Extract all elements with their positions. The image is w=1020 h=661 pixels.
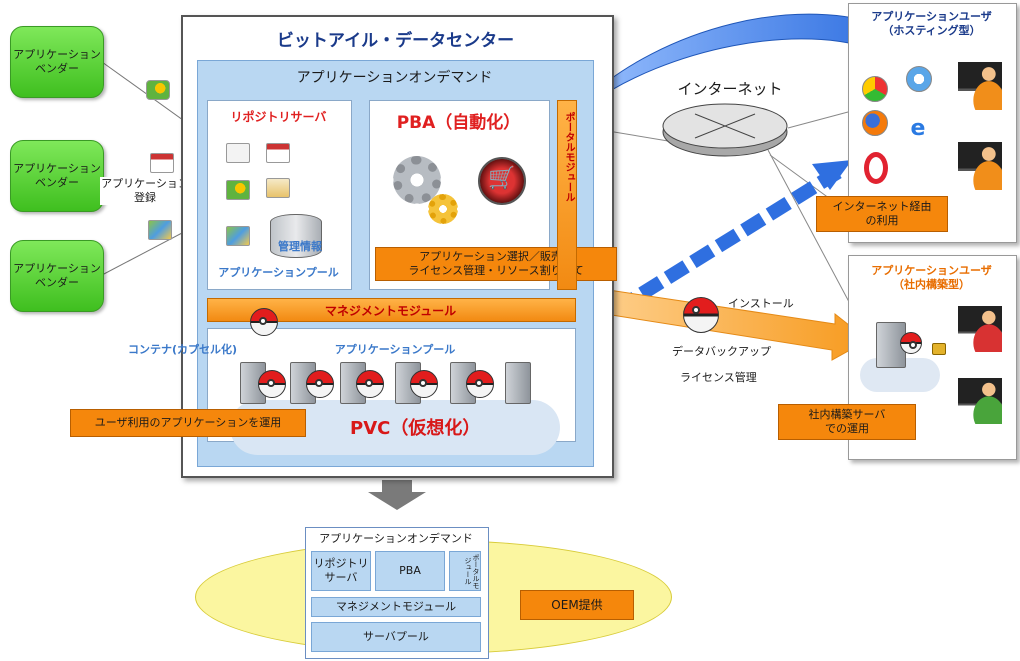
vendor-box-1: アプリケーション ベンダー	[10, 26, 104, 98]
app-map-icon	[148, 220, 172, 240]
vendor-label-1: アプリケーション ベンダー	[13, 48, 101, 75]
firefox-icon	[862, 110, 888, 136]
install-label: インストール	[728, 297, 794, 310]
safari-icon	[906, 66, 932, 92]
pba-title: PBA（自動化）	[396, 113, 521, 133]
app-pool-label: アプリケーションプール	[218, 266, 339, 279]
ie-icon: e	[910, 116, 926, 141]
lock-icon	[932, 343, 946, 355]
oem-repository: リポジトリ サーバ	[311, 551, 371, 591]
vendor-box-2: アプリケーション ベンダー	[10, 140, 104, 212]
vendor-box-3: アプリケーション ベンダー	[10, 240, 104, 312]
oem-down-arrow	[368, 480, 426, 510]
capsule-icon-1	[258, 370, 286, 398]
cart-icon: 🛒	[478, 157, 526, 205]
user-pc-icon-1	[958, 62, 1002, 110]
app-package-icon-1	[146, 80, 170, 100]
mail-icon	[226, 143, 250, 163]
mgmt-info-label: 管理情報	[278, 240, 322, 253]
capsule-icon-2	[306, 370, 334, 398]
chrome-icon	[862, 76, 888, 102]
small-gear-icon	[428, 194, 458, 224]
server-icon-6	[505, 362, 531, 404]
map-icon	[226, 226, 250, 246]
license-mgmt-label: ライセンス管理	[680, 371, 757, 384]
inhouse-caption: 社内構築サーバ での運用	[778, 404, 916, 440]
install-capsule-icon	[683, 297, 719, 333]
inhouse-title: アプリケーションユーザ （社内構築型）	[871, 264, 992, 291]
aod-title: アプリケーションオンデマンド	[296, 70, 493, 86]
capsule-icon-5	[466, 370, 494, 398]
database-icon	[270, 214, 322, 258]
opera-icon	[864, 152, 888, 184]
app-register-label: アプリケーション 登録	[100, 177, 190, 205]
capsule-icon-3	[356, 370, 384, 398]
capsule-icon-4	[410, 370, 438, 398]
vendor-label-2: アプリケーション ベンダー	[13, 162, 101, 189]
app-pool2-label: アプリケーションプール	[334, 343, 456, 356]
internet-label: インターネット	[677, 80, 783, 98]
package-icon	[226, 180, 250, 200]
blue-dashed-arrow	[536, 160, 852, 363]
user-app-caption: ユーザ利用のアプリケーションを運用	[70, 409, 306, 437]
inhouse-capsule-icon	[900, 332, 922, 354]
user-pc-icon-2	[958, 142, 1002, 190]
user-pc-icon-3	[958, 306, 1002, 352]
repository-title: リポジトリサーバ	[230, 110, 327, 124]
internet-line-c	[787, 111, 849, 129]
user-pc-icon-4	[958, 378, 1002, 424]
capsule-icon-drop	[250, 308, 278, 336]
oem-provide-label: OEM提供	[520, 590, 634, 620]
hosting-title: アプリケーションユーザ （ホスティング型）	[871, 10, 992, 37]
oem-portal: ポータルモジュール	[449, 551, 481, 591]
pvc-label: PVC（仮想化）	[350, 418, 481, 439]
oem-server-pool: サーバプール	[311, 622, 481, 652]
datacenter-title: ビットアイル・データセンター	[276, 31, 515, 51]
vendor-label-3: アプリケーション ベンダー	[13, 262, 101, 289]
data-backup-label: データバックアップ	[672, 345, 771, 358]
mgmt-module-label: マネジメントモジュール	[324, 304, 457, 318]
oem-aod-title: アプリケーションオンデマンド	[319, 532, 473, 545]
internet-router-icon	[662, 103, 788, 157]
portal-module	[557, 100, 577, 290]
container-label: コンテナ(カプセル化)	[128, 343, 238, 356]
oem-pba: PBA	[375, 551, 445, 591]
oem-mgmt: マネジメントモジュール	[311, 597, 481, 617]
calendar-icon	[266, 143, 290, 163]
chart-doc-icon	[266, 178, 290, 198]
portal-module-label: ポータルモジュール	[563, 112, 574, 202]
app-calendar-icon	[150, 153, 174, 173]
pba-caption: アプリケーション選択／販売・ ライセンス管理・リソース割り当て	[375, 247, 617, 281]
hosting-caption: インターネット経由 の利用	[816, 196, 948, 232]
